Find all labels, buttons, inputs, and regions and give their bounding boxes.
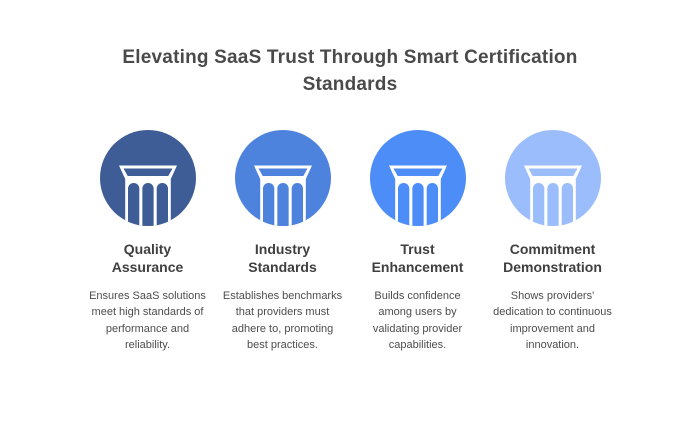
pillar-title: Commitment Demonstration	[503, 241, 602, 276]
pillar-description: Builds confidence among users by validat…	[372, 289, 463, 352]
pillar-column-commitment-demonstration: Commitment Demonstration Shows providers…	[490, 130, 616, 353]
pillar-title: Quality Assurance	[111, 241, 184, 276]
pillar-icon	[234, 130, 331, 227]
pillar-description: Ensures SaaS solutions meet high standar…	[89, 289, 206, 352]
pillar-column-industry-standards: Industry Standards Establishes benchmark…	[220, 130, 346, 353]
pillar-column-quality-assurance: Quality Assurance Ensures SaaS solutions…	[85, 130, 211, 353]
pillar-description: Shows providers' dedication to continuou…	[493, 289, 612, 352]
pillar-title: Trust Enhancement	[371, 241, 464, 276]
page-title: Elevating SaaS Trust Through Smart Certi…	[122, 47, 578, 95]
pillar-icon	[369, 130, 466, 227]
pillar-title: Industry Standards	[248, 241, 317, 276]
pillar-columns: Quality Assurance Ensures SaaS solutions…	[0, 130, 700, 353]
pillar-icon	[99, 130, 196, 227]
pillar-icon	[504, 130, 601, 227]
pillar-column-trust-enhancement: Trust Enhancement Builds confidence amon…	[355, 130, 481, 353]
infographic-page: Elevating SaaS Trust Through Smart Certi…	[0, 45, 700, 445]
pillar-description: Establishes benchmarks that providers mu…	[222, 289, 343, 352]
